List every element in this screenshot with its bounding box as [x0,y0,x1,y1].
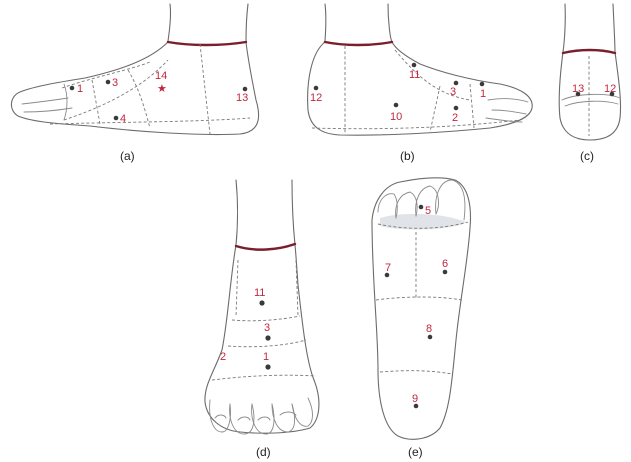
point-b12-dot [314,86,319,91]
point-b10-label: 10 [390,111,402,123]
point-b10-dot [394,103,399,108]
sock-cuff-c [563,50,615,53]
point-d3-dot [265,335,270,340]
point-a3-dot [106,80,111,85]
point-b2-label: 2 [452,112,458,124]
caption-e: (e) [408,445,423,459]
point-b1-label: 1 [480,88,486,100]
point-e6-label: 6 [442,258,448,270]
point-a13-dot [243,87,248,92]
panel-a: 1 3 4 13 14 ★ (a) [11,4,258,163]
point-a3-label: 3 [112,77,118,89]
sock-cuff-b [325,42,392,45]
point-e5-label: 5 [425,205,431,217]
panel-d: 1 2 3 11 (d) [205,180,319,459]
point-d11-label: 11 [254,287,265,299]
foot-d-outline [205,245,319,433]
caption-a: (a) [120,149,135,163]
ball-shading [380,214,466,230]
sock-cuff-a [168,42,246,45]
caption-b: (b) [400,149,415,163]
panel-e: 5 6 7 8 9 (e) [372,178,470,459]
point-e8-label: 8 [426,323,432,335]
point-a14-label: 14 [155,70,167,82]
point-a1-label: 1 [77,83,83,95]
point-a1-dot [70,86,75,91]
point-a4-dot [114,116,119,121]
point-d1-dot [265,364,270,369]
point-a13-label: 13 [236,92,248,104]
panel-b: 1 2 3 10 11 12 (b) [308,4,533,163]
point-d2-label: 2 [220,351,226,363]
point-e9-label: 9 [412,393,418,405]
point-e7-label: 7 [385,262,391,274]
panel-c: 13 12 (c) [559,4,620,163]
caption-d: (d) [256,445,271,459]
point-c13-label: 13 [572,83,584,95]
point-b1-dot [480,82,485,87]
point-c12-label: 12 [604,83,616,95]
sock-cuff-d [236,244,295,250]
point-b12-label: 12 [310,92,322,104]
point-d11-dot [259,300,264,305]
point-b11-label: 11 [409,69,420,81]
point-b11-dot [412,63,417,68]
point-b3-label: 3 [450,86,456,98]
red-star-icon: ★ [157,83,167,95]
point-d1-label: 1 [263,351,269,363]
point-e5-dot [419,205,424,210]
caption-c: (c) [580,149,594,163]
point-e6-dot [443,270,448,275]
point-e8-dot [428,335,433,340]
foot-b-outline [308,42,533,135]
point-d3-label: 3 [264,322,270,334]
point-b3-dot [454,81,459,86]
point-b2-dot [454,106,459,111]
point-a4-label: 4 [120,113,126,125]
foot-a-outline [11,42,258,135]
